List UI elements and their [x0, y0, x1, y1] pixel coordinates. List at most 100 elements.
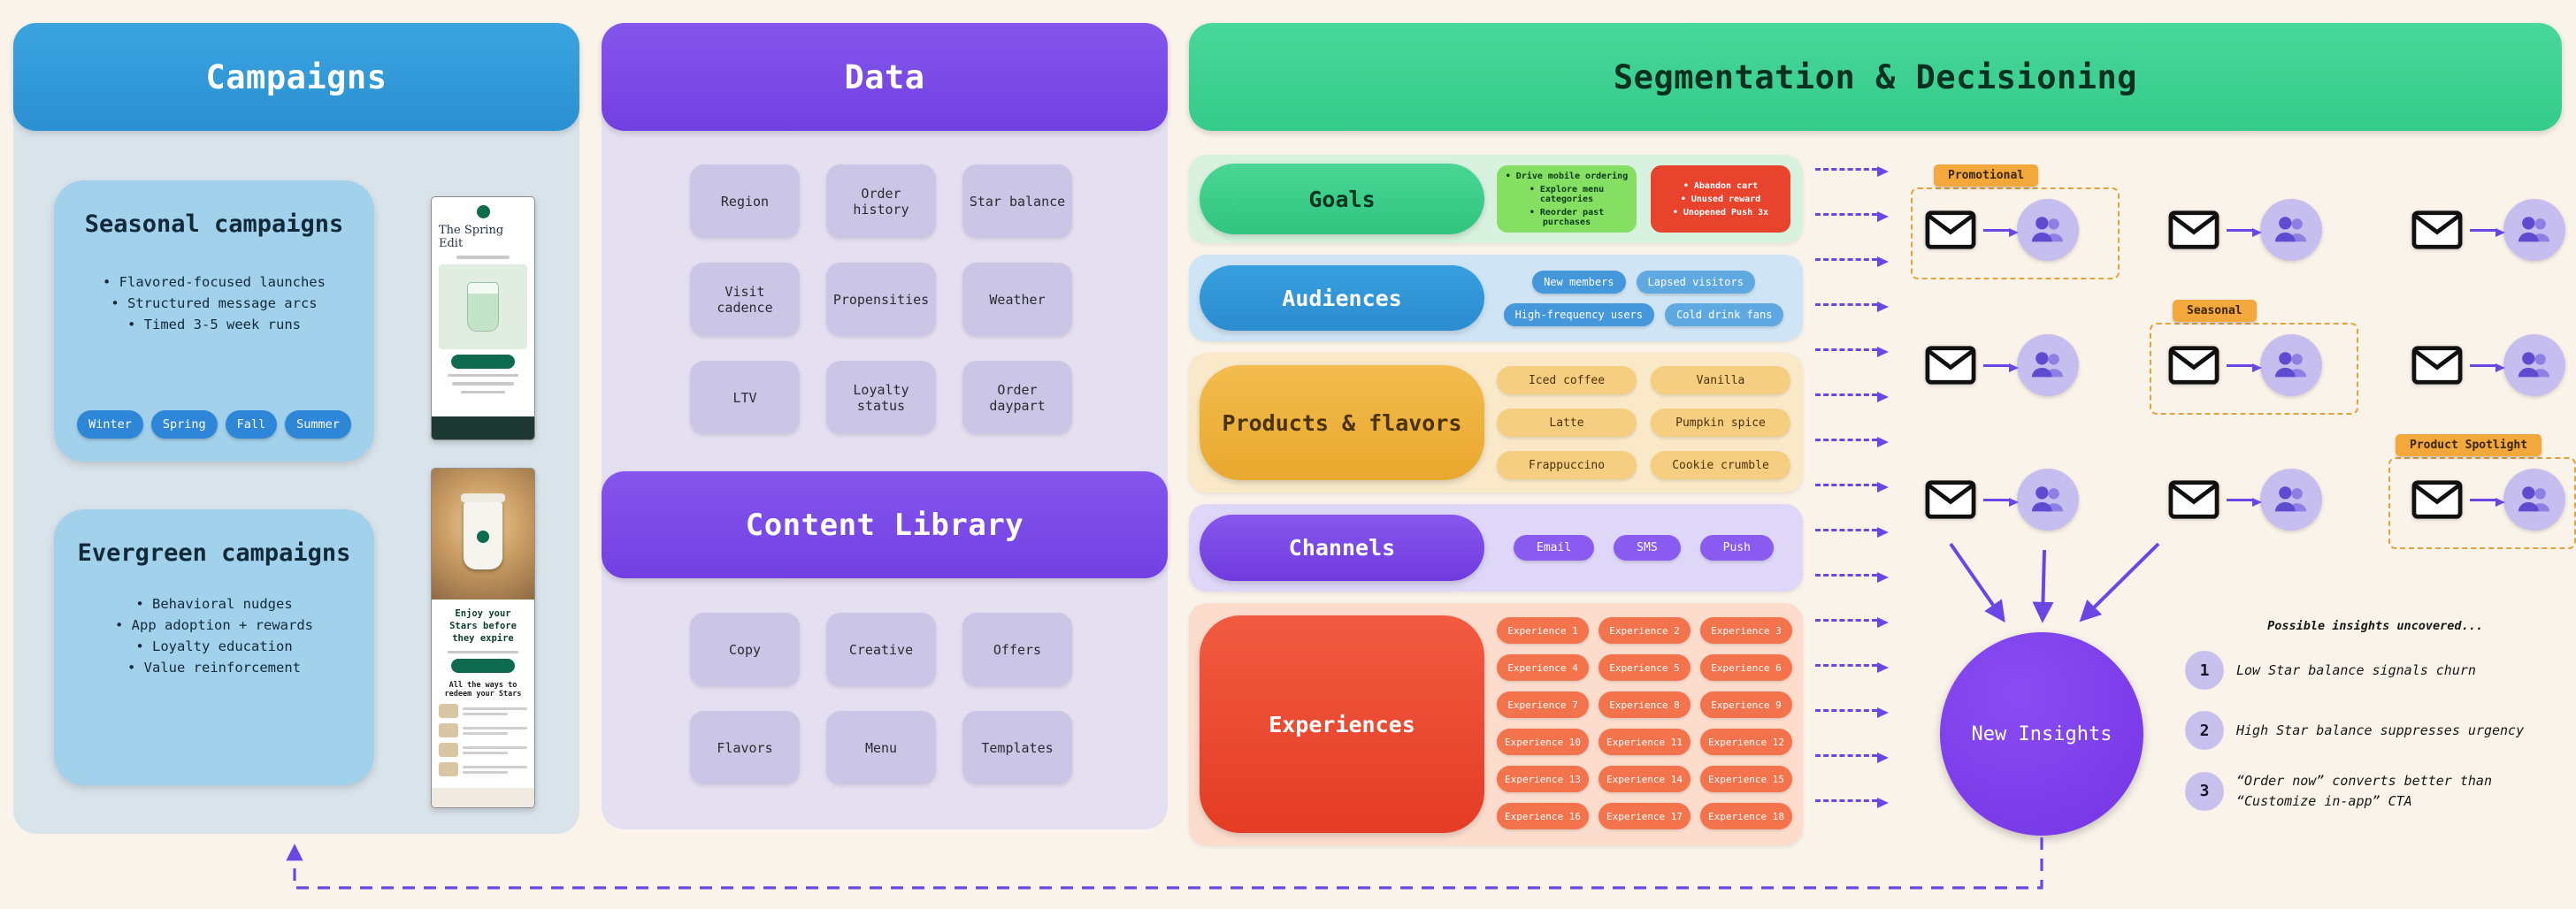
journey-row	[1925, 199, 2565, 261]
envelope-icon	[2411, 210, 2463, 249]
products-row: Products & flavors Iced coffee Vanilla L…	[1189, 353, 1803, 493]
channel-pill-sms: SMS	[1614, 535, 1681, 561]
converge-arrow	[2032, 549, 2054, 623]
goal-item: • Unused reward	[1680, 194, 1761, 204]
insight-number-badge: 2	[2185, 711, 2224, 750]
data-pill-star-balance: Star balance	[962, 164, 1072, 238]
audience-pill-lapsed-visitors: Lapsed visitors	[1636, 270, 1755, 294]
flow-arrow	[1815, 572, 1889, 583]
email-content: The Spring Edit	[432, 197, 534, 416]
journey-pair	[2168, 469, 2322, 531]
campaigns-title: Campaigns	[205, 57, 387, 96]
insight-number-badge: 1	[2185, 651, 2224, 690]
journey-pair	[1925, 199, 2079, 261]
content-pill-copy: Copy	[690, 613, 800, 686]
season-pill-spring: Spring	[150, 410, 218, 439]
data-pill-weather: Weather	[962, 263, 1072, 336]
data-pill-propensities: Propensities	[826, 263, 936, 336]
bullet: • Loyalty education	[135, 638, 293, 655]
campaigns-header: Campaigns	[13, 23, 579, 131]
segmentation-header: Segmentation & Decisioning	[1189, 23, 2562, 131]
journey-pair	[2168, 334, 2322, 396]
email-photo	[432, 469, 534, 600]
product-pill-grid: Iced coffee Vanilla Latte Pumpkin spice …	[1497, 365, 1790, 480]
audience-group-icon	[2260, 469, 2322, 531]
arrow-icon	[2470, 497, 2505, 507]
audience-pill-new-members: New members	[1532, 270, 1626, 294]
content-pill-templates: Templates	[962, 711, 1072, 784]
flow-arrow	[1815, 662, 1889, 673]
email-list-item	[439, 704, 527, 719]
promotional-tag-label: Promotional	[1934, 164, 2039, 187]
envelope-icon	[2168, 480, 2220, 519]
journey-pair	[2411, 199, 2565, 261]
arrow-icon	[1983, 497, 2019, 507]
evergreen-card-bullets: • Behavioral nudges • App adoption + rew…	[54, 593, 374, 678]
flow-arrow	[1815, 302, 1889, 312]
evergreen-email-preview: Enjoy your Stars before they expire All …	[431, 468, 535, 808]
experience-pill: Experience 1	[1497, 617, 1589, 644]
insight-item: 1 Low Star balance signals churn	[2185, 651, 2565, 690]
journey-row	[1925, 469, 2565, 531]
thumbnail	[439, 704, 458, 719]
experience-pill: Experience 11	[1598, 729, 1690, 755]
experiences-row: Experiences Experience 1 Experience 2 Ex…	[1189, 603, 1803, 845]
arrow-icon	[1983, 227, 2019, 237]
insight-text: Low Star balance signals churn	[2236, 661, 2476, 678]
season-pill-row: Winter Spring Fall Summer	[54, 410, 374, 439]
experience-pill: Experience 14	[1598, 766, 1690, 792]
seasonal-campaigns-card: Seasonal campaigns • Flavored-focused la…	[54, 180, 374, 462]
arrow-icon	[2227, 227, 2262, 237]
journey-pair	[2411, 469, 2565, 531]
evergreen-campaigns-card: Evergreen campaigns • Behavioral nudges …	[54, 509, 374, 785]
arrow-icon	[2227, 363, 2262, 372]
experience-pill: Experience 3	[1700, 617, 1792, 644]
audiences-pill: Audiences	[1200, 265, 1484, 331]
text-line	[448, 650, 518, 654]
channel-pill-group: Email SMS Push	[1497, 504, 1790, 592]
season-pill-summer: Summer	[285, 410, 351, 439]
experience-pill: Experience 6	[1700, 654, 1792, 681]
journey-pair	[1925, 334, 2079, 396]
audience-group-icon	[2503, 469, 2565, 531]
insight-item: 3 “Order now” converts better than “Cust…	[2185, 771, 2565, 811]
product-pill-cookie-crumble: Cookie crumble	[1651, 451, 1790, 479]
goals-row: Goals • Drive mobile ordering • Explore …	[1189, 155, 1803, 243]
experience-pill: Experience 5	[1598, 654, 1690, 681]
new-insights-circle: New Insights	[1940, 632, 2143, 836]
flow-arrow	[1815, 166, 1889, 177]
audience-group-icon	[2260, 334, 2322, 396]
experience-pill: Experience 12	[1700, 729, 1792, 755]
thumbnail	[439, 762, 458, 777]
experience-pill: Experience 15	[1700, 766, 1792, 792]
bullet: • Behavioral nudges	[135, 596, 293, 612]
products-label: Products & flavors	[1222, 409, 1462, 436]
goal-item: • Reorder past purchases	[1529, 207, 1605, 227]
envelope-icon	[1925, 480, 1976, 519]
channels-row: Channels Email SMS Push	[1189, 504, 1803, 592]
content-pill-menu: Menu	[826, 711, 936, 784]
drink-cup-icon	[467, 281, 499, 332]
data-pill-order-history: Order history	[826, 164, 936, 238]
experiences-label: Experiences	[1269, 711, 1415, 737]
seasonal-card-title: Seasonal campaigns	[84, 210, 344, 238]
flow-arrow	[1815, 256, 1889, 267]
experience-pill: Experience 8	[1598, 691, 1690, 718]
audience-group-icon	[2017, 199, 2079, 261]
audiences-row: Audiences New members Lapsed visitors Hi…	[1189, 255, 1803, 341]
audience-pill-cold-drink-fans: Cold drink fans	[1665, 302, 1784, 326]
audience-pill-high-frequency: High-frequency users	[1503, 302, 1655, 326]
flow-arrow	[1815, 211, 1889, 222]
content-library-header: Content Library	[602, 471, 1168, 578]
audience-group-icon	[2017, 334, 2079, 396]
evergreen-card-title: Evergreen campaigns	[77, 539, 351, 567]
content-pill-offers: Offers	[962, 613, 1072, 686]
experience-pill: Experience 10	[1497, 729, 1589, 755]
products-pill: Products & flavors	[1200, 365, 1484, 480]
data-pill-region: Region	[690, 164, 800, 238]
experience-pill: Experience 7	[1497, 691, 1589, 718]
channel-pill-email: Email	[1514, 535, 1595, 561]
bullet: • Structured message arcs	[111, 295, 318, 312]
positive-goals-box: • Drive mobile ordering • Explore menu c…	[1497, 165, 1637, 233]
experience-pill: Experience 18	[1700, 803, 1792, 829]
